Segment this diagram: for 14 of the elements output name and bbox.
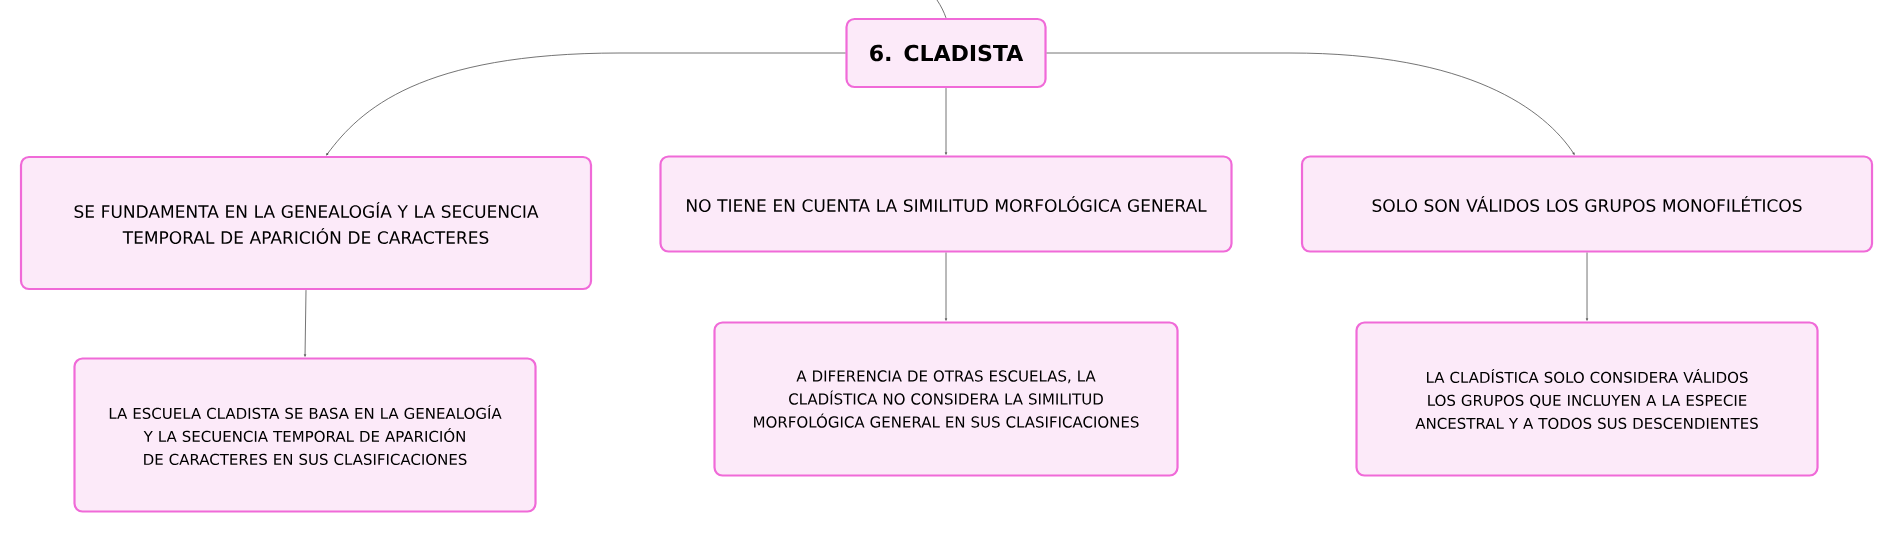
connector: [1046, 52, 1575, 155]
concept-box: LA CLADÍSTICA SOLO CONSIDERA VÁLIDOS LOS GRUPOS QUE INCLUYEN A LA ESPECIE ANCESTRAL Y A TODOS SUS DESCENDIENTES: [1355, 321, 1819, 477]
connector: [936, 0, 947, 19]
connector: [1585, 252, 1589, 321]
concept-box: SE FUNDAMENTA EN LA GENEALOGÍA Y LA SECUENCIA TEMPORAL DE APARICIÓN DE CARACTERES: [19, 155, 593, 291]
concept-box: A DIFERENCIA DE OTRAS ESCUELAS, LA CLADÍSTICA NO CONSIDERA LA SIMILITUD MORFOLÓGICA GENERAL EN SUS CLASIFICACIONES: [713, 321, 1179, 477]
connector: [944, 87, 948, 155]
concept-box: LA ESCUELA CLADISTA SE BASA EN LA GENEALOGÍA Y LA SECUENCIA TEMPORAL DE APARICIÓN DE CARACTERES EN SUS CLASIFICACIONES: [73, 357, 537, 513]
concept-box: NO TIENE EN CUENTA LA SIMILITUD MORFOLÓGICA GENERAL: [659, 155, 1233, 253]
connector: [326, 52, 846, 156]
concept-box: SOLO SON VÁLIDOS LOS GRUPOS MONOFILÉTICOS: [1300, 155, 1874, 253]
connector: [303, 289, 307, 357]
title-box: 6. CLADISTA: [845, 17, 1047, 89]
connector: [944, 252, 948, 321]
